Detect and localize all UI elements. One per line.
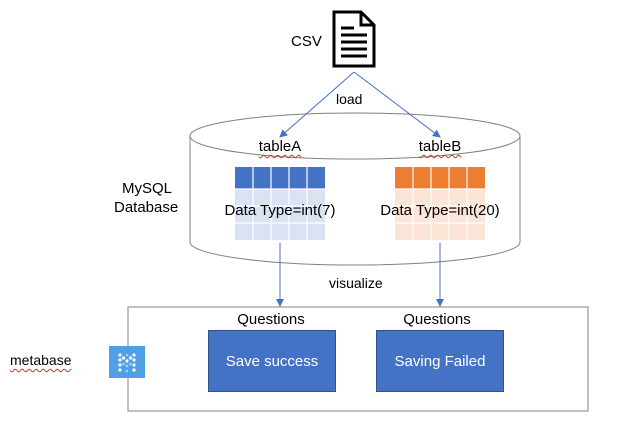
metabase-logo-icon — [109, 346, 145, 378]
metabase-container — [127, 306, 589, 412]
save-success-box: Save success — [208, 330, 336, 392]
table-b-name: tableB — [418, 138, 462, 155]
database-label-line1: MySQL — [122, 180, 173, 197]
table-a-grid — [235, 167, 325, 240]
table-a-data-type: Data Type=int(7) — [224, 202, 336, 219]
table-b-grid — [395, 167, 485, 240]
saving-failed-label: Saving Failed — [394, 352, 486, 370]
visualize-label: visualize — [329, 275, 383, 291]
load-label: load — [336, 91, 363, 107]
table-b-data-type: Data Type=int(20) — [380, 202, 500, 219]
document-icon — [332, 10, 376, 68]
question-heading-a: Questions — [237, 311, 305, 328]
table-a-name: tableA — [258, 138, 302, 155]
question-heading-b: Questions — [403, 311, 471, 328]
load-arrow-table-a — [279, 71, 355, 138]
database-label-line2: Database — [114, 199, 179, 216]
saving-failed-box: Saving Failed — [376, 330, 504, 392]
csv-label: CSV — [291, 33, 322, 50]
load-arrow-table-b — [353, 71, 441, 138]
metabase-label: metabase — [10, 352, 72, 368]
save-success-label: Save success — [225, 352, 319, 370]
